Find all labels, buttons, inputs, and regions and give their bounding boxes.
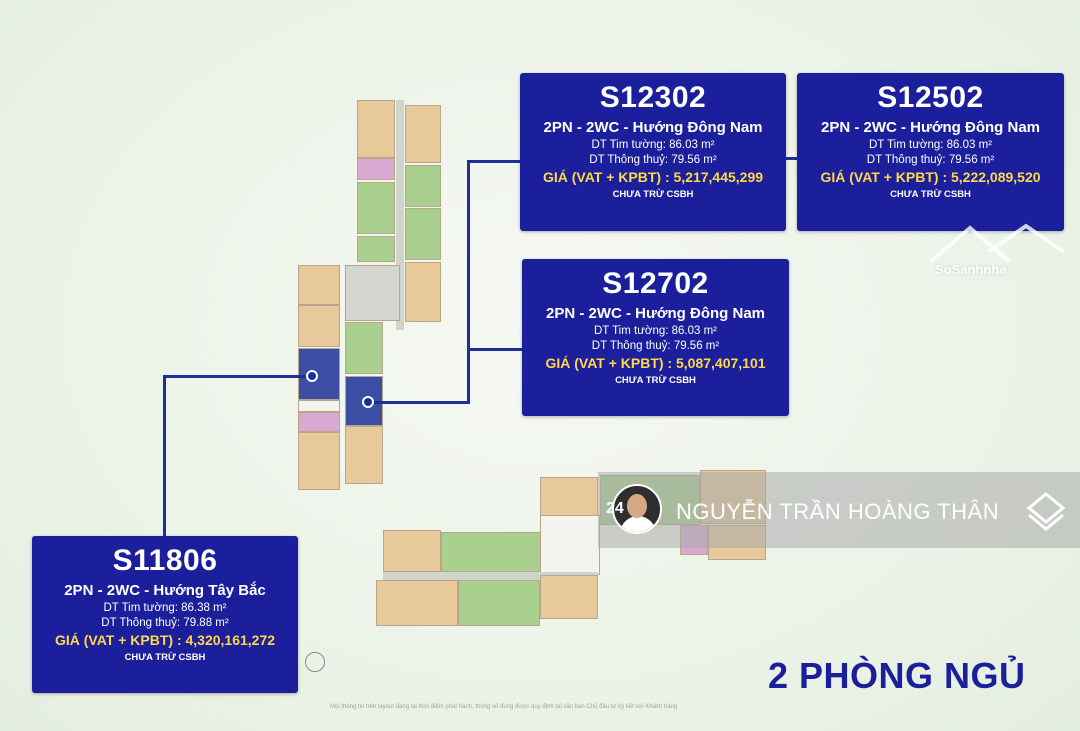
unit (540, 575, 598, 619)
unit-type: 2PN - 2WC - Hướng Đông Nam (543, 119, 763, 136)
unit-card-s12702: S12702 2PN - 2WC - Hướng Đông Nam DT Tim… (522, 259, 789, 416)
area-net: DT Thông thuỷ: 79.56 m² (866, 154, 995, 166)
avatar (612, 484, 662, 534)
unit-note: CHƯA TRỪ CSBH (612, 189, 694, 200)
unit (357, 100, 395, 158)
house-logo-icon (1026, 492, 1066, 531)
unit-card-s12502: S12502 2PN - 2WC - Hướng Đông Nam DT Tim… (797, 73, 1064, 231)
agent-watermark (598, 472, 1080, 548)
unit-code: S12702 (602, 267, 709, 300)
unit-code: S11806 (112, 544, 218, 577)
unit-card-s11806: S11806 2PN - 2WC - Hướng Tây Bắc DT Tim … (32, 536, 298, 693)
unit-type: 2PN - 2WC - Hướng Đông Nam (820, 119, 1041, 136)
unit (458, 580, 540, 626)
unit (298, 400, 340, 412)
site-watermark-text: SoSanhnha (935, 262, 1007, 277)
unit (298, 265, 340, 305)
lobby (345, 265, 400, 321)
unit (345, 426, 383, 484)
area-net: DT Thông thuỷ: 79.88 m² (101, 617, 229, 629)
connector-line (785, 157, 799, 160)
area-net: DT Thông thuỷ: 79.56 m² (589, 154, 717, 166)
disclaimer: Mọi thông tin trên layout đang tại thời … (330, 704, 678, 710)
unit (298, 432, 340, 490)
unit (345, 322, 383, 374)
unit (357, 158, 395, 180)
compass-icon (305, 652, 325, 672)
unit (376, 580, 458, 626)
unit-price: GIÁ (VAT + KPBT) : 5,087,407,101 (545, 355, 766, 371)
house-watermark-icon (928, 223, 1066, 264)
unit (405, 208, 441, 260)
area-wall: DT Tim tường: 86.03 m² (591, 139, 715, 151)
unit (298, 305, 340, 347)
area-wall: DT Tim tường: 86.03 m² (593, 325, 718, 337)
unit-marker (306, 370, 318, 382)
unit-card-s12302: S12302 2PN - 2WC - Hướng Đông Nam DT Tim… (520, 73, 786, 231)
unit-note: CHƯA TRỪ CSBH (124, 652, 206, 663)
agent-number: 24 (606, 500, 624, 517)
unit (383, 530, 441, 572)
connector-line (163, 375, 166, 537)
unit-highlight (298, 348, 340, 400)
connector-line (467, 160, 470, 404)
unit (298, 412, 340, 432)
area-wall: DT Tim tường: 86.38 m² (103, 602, 227, 614)
unit-price: GIÁ (VAT + KPBT) : 5,222,089,520 (820, 169, 1041, 185)
area-wall: DT Tim tường: 86.03 m² (868, 139, 993, 151)
unit-type: 2PN - 2WC - Hướng Đông Nam (545, 305, 766, 322)
unit-code: S12302 (599, 81, 707, 114)
unit-note: CHƯA TRỪ CSBH (890, 189, 971, 200)
stair-core (540, 515, 600, 575)
unit-price: GIÁ (VAT + KPBT) : 5,217,445,299 (542, 169, 764, 185)
unit-marker (362, 396, 374, 408)
unit (405, 105, 441, 163)
connector-line (163, 375, 313, 378)
area-net: DT Thông thuỷ: 79.56 m² (591, 340, 720, 352)
connector-line (467, 160, 521, 163)
unit-code: S12502 (877, 81, 984, 114)
page-title: 2 PHÒNG NGỦ (768, 655, 1026, 696)
unit (405, 165, 441, 207)
unit-note: CHƯA TRỪ CSBH (615, 375, 696, 386)
connector-line (467, 348, 523, 351)
unit-type: 2PN - 2WC - Hướng Tây Bắc (64, 582, 266, 599)
unit (357, 182, 395, 234)
unit (441, 532, 541, 572)
unit (405, 262, 441, 322)
unit (357, 236, 395, 262)
connector-line (369, 401, 469, 404)
agent-name: NGUYỄN TRẦN HOÀNG THÂN (676, 499, 1000, 524)
unit-price: GIÁ (VAT + KPBT) : 4,320,161,272 (54, 632, 276, 648)
